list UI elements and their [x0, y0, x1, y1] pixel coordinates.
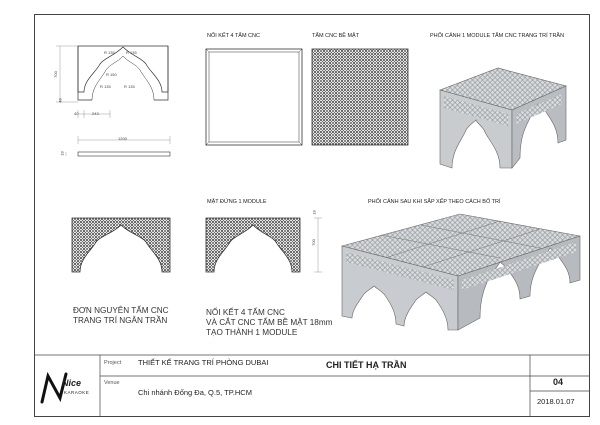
dim-r135-c: R 135 — [100, 84, 111, 89]
logo-subtext: KARAOKE — [64, 390, 90, 395]
dim-1200: 1200 — [118, 136, 127, 141]
dim-r150: R 150 — [106, 72, 117, 77]
label-phoi-canh-sau-sap-xep: PHỐI CẢNH SAU KHI SẮP XẾP THEO CÁCH BỐ T… — [368, 199, 501, 205]
drawing-title: CHI TIẾT HẠ TRẦN — [326, 360, 407, 370]
caption-noi-ket-line2: VÀ CẮT CNC TẤM BỀ MẶT 18mm — [206, 318, 333, 327]
dim-243: 243 — [92, 111, 99, 116]
venue-label: Venue — [104, 380, 120, 386]
label-mat-dung-1-module: MẶT ĐỨNG 1 MODULE — [207, 199, 267, 205]
dim-r135-b: R 135 — [126, 50, 137, 55]
label-phoi-canh-1-module: PHỐI CẢNH 1 MODULE TẤM CNC TRANG TRÍ TRẦ… — [430, 33, 565, 39]
label-tam-cnc-be-mat: TẤM CNC BỀ MẶT — [312, 33, 360, 39]
caption-noi-ket-line1: NỐI KẾT 4 TẤM CNC — [206, 308, 285, 317]
caption-don-nguyen-line1: ĐƠN NGUYÊN TẤM CNC — [73, 306, 169, 315]
logo-text: Nice — [62, 378, 82, 388]
label-noi-ket-4-tam: NỐI KẾT 4 TẤM CNC — [207, 33, 260, 39]
dim-r135-a: R 135 — [104, 50, 115, 55]
caption-noi-ket-line3: TẠO THÀNH 1 MODULE — [206, 328, 298, 337]
caption-don-nguyen-line2: TRANG TRÍ NGĂN TRẦN — [73, 316, 168, 325]
drawing-date: 2018.01.07 — [537, 397, 575, 406]
drawing-frame — [34, 14, 590, 417]
project-value: THIẾT KẾ TRANG TRÍ PHÒNG DUBAI — [138, 358, 269, 367]
caption-noi-ket: NỐI KẾT 4 TẤM CNC VÀ CẮT CNC TẤM BỀ MẶT … — [206, 308, 332, 338]
logo-mark-icon — [40, 371, 68, 404]
caption-don-nguyen: ĐƠN NGUYÊN TẤM CNC TRANG TRÍ NGĂN TRẦN — [73, 306, 169, 326]
project-label: Project — [104, 360, 122, 366]
venue-value: Chi nhánh Đống Đa, Q.5, TP.HCM — [138, 388, 252, 397]
brand-logo: Nice KARAOKE — [38, 368, 98, 412]
dim-r135-d: R 135 — [124, 84, 135, 89]
sheet-number: 04 — [553, 377, 564, 387]
dim-40: 40 — [74, 111, 79, 116]
